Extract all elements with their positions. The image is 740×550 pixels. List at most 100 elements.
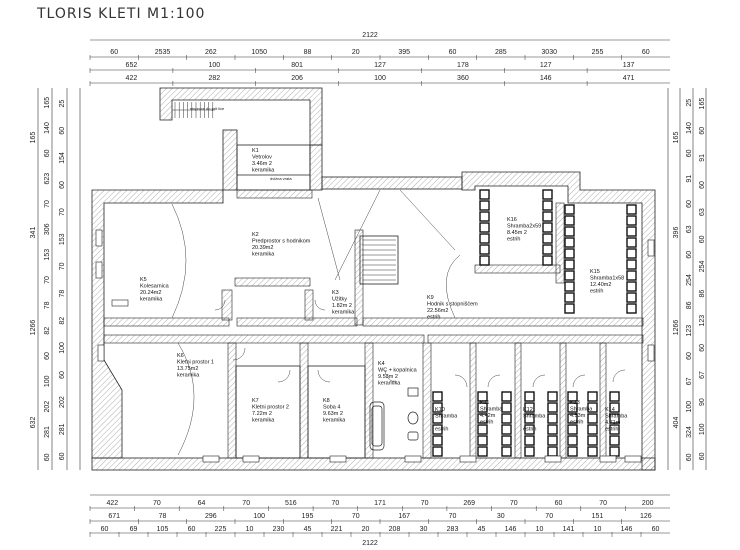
- dim-label: 105: [157, 526, 169, 533]
- dim-label: 60: [555, 500, 563, 507]
- room-name: Shramba: [605, 414, 628, 420]
- dim-label: 221: [331, 526, 343, 533]
- dim-label: 123: [686, 325, 693, 337]
- room-floor: keramika: [252, 418, 275, 424]
- shelf-unit: [567, 446, 578, 457]
- room-floor: estrih: [523, 427, 536, 433]
- shelf-unit: [479, 233, 490, 244]
- shelf-unit: [564, 237, 575, 248]
- dim-label: 25: [59, 100, 66, 108]
- room-name: Kolesarnica: [140, 284, 170, 290]
- shelf-unit: [542, 200, 553, 211]
- shelf-unit: [501, 435, 512, 446]
- dim-label: 60: [686, 149, 693, 157]
- dim-label: 200: [642, 500, 654, 507]
- window: [95, 229, 103, 247]
- room-area: 9.63m 2: [323, 411, 343, 417]
- dim-label: 296: [205, 513, 217, 520]
- dim-label: 1266: [30, 320, 37, 336]
- room-name: Vetrolov: [252, 155, 272, 161]
- dim-label: 140: [44, 122, 51, 134]
- shelf-unit: [477, 402, 488, 413]
- shelf-unit: [564, 270, 575, 281]
- shelf-unit: [609, 391, 620, 402]
- room-id: K12: [523, 407, 533, 413]
- dim-label: 78: [159, 513, 167, 520]
- room-floor: estrih: [570, 420, 583, 426]
- shelf-unit: [626, 237, 637, 248]
- dim-label: 69: [130, 526, 138, 533]
- bathroom-fixtures: [369, 387, 419, 451]
- dim-label: 281: [59, 423, 66, 435]
- window: [95, 261, 103, 279]
- dim-label: 283: [447, 526, 459, 533]
- shelf-unit: [477, 424, 488, 435]
- window: [329, 455, 347, 463]
- shelf-unit: [564, 281, 575, 292]
- dim-label: 801: [291, 62, 303, 69]
- outer-walls: [91, 87, 656, 471]
- stairs: [172, 102, 396, 281]
- room-area: 13.75m2: [177, 366, 198, 372]
- shelf-unit: [479, 189, 490, 200]
- window: [404, 455, 422, 463]
- room-name: Shramba: [480, 407, 503, 413]
- dim-label: 100: [686, 401, 693, 413]
- shelf-unit: [564, 204, 575, 215]
- dim-label: 100: [374, 75, 386, 82]
- dim-label: 254: [699, 260, 706, 272]
- room-floor: keramika: [323, 418, 346, 424]
- shelf-unit: [479, 200, 490, 211]
- window: [459, 455, 477, 463]
- dim-label: 165: [44, 97, 51, 109]
- shelf-unit: [524, 435, 535, 446]
- shelf-unit: [477, 391, 488, 402]
- dim-label: 10: [536, 526, 544, 533]
- room-name: Shramba: [570, 407, 593, 413]
- room-area: 4.53m: [570, 413, 586, 419]
- dim-label: 422: [106, 500, 118, 507]
- room-name: Kletni prostor 1: [177, 360, 214, 366]
- shelf-unit: [626, 248, 637, 259]
- shelf-unit: [501, 446, 512, 457]
- dim-label: 63: [686, 225, 693, 233]
- dim-label: 165: [30, 132, 37, 144]
- dim-label: 60: [188, 526, 196, 533]
- window: [111, 299, 129, 307]
- dim-label: 45: [304, 526, 312, 533]
- dim-label: 127: [374, 62, 386, 69]
- window-marks: [95, 229, 655, 463]
- room-id: K6: [177, 353, 184, 359]
- dim-label: 91: [699, 154, 706, 162]
- room-name: Shramba2x59: [507, 224, 541, 230]
- dim-label: 70: [421, 500, 429, 507]
- room-area: 3.46m 2: [252, 161, 272, 167]
- storage-shelves: [432, 189, 637, 457]
- dim-label: 78: [59, 290, 66, 298]
- dim-label: 86: [686, 301, 693, 309]
- shelf-unit: [567, 435, 578, 446]
- shelf-unit: [432, 435, 443, 446]
- door-swings: [171, 189, 626, 456]
- dim-label: 195: [302, 513, 314, 520]
- dim-label: 60: [699, 235, 706, 243]
- window: [647, 344, 655, 362]
- dim-label: 67: [686, 377, 693, 385]
- shelf-unit: [564, 259, 575, 270]
- room-area: 12.40m2: [590, 282, 611, 288]
- dim-label: 632: [30, 417, 37, 429]
- dim-label: 202: [59, 396, 66, 408]
- shelf-unit: [432, 402, 443, 413]
- dim-label: 422: [126, 75, 138, 82]
- dim-label: 126: [640, 513, 652, 520]
- dim-label: 30: [497, 513, 505, 520]
- shelf-unit: [564, 292, 575, 303]
- dim-label: 70: [332, 500, 340, 507]
- dim-label: 360: [457, 75, 469, 82]
- shelf-unit: [542, 255, 553, 266]
- shelf-unit: [564, 248, 575, 259]
